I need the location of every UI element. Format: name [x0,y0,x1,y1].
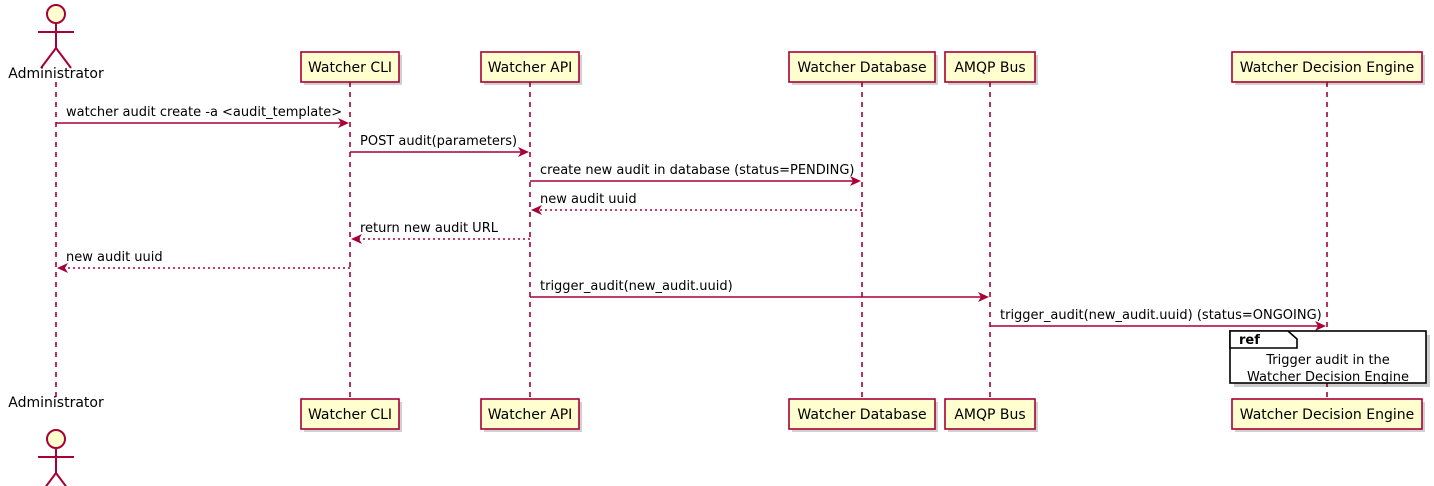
message-arrowhead [1315,321,1326,331]
message-label: watcher audit create -a <audit_template> [66,105,342,120]
participant-box [480,398,580,430]
message-arrowhead [338,118,349,128]
participant-watcher-api-top[interactable]: Watcher API [480,51,582,85]
message-label: trigger_audit(new_audit.uuid) (status=ON… [1000,308,1322,323]
participant-watcher-database-top[interactable]: Watcher Database [788,51,938,85]
participant-watcher-decision-engine-top[interactable]: Watcher Decision Engine [1231,51,1425,85]
participant-label-watcher-decision-engine: Watcher Decision Engine [1240,407,1414,423]
participant-watcher-decision-engine-bottom[interactable]: Watcher Decision Engine [1231,398,1425,432]
participant-box [788,398,936,430]
actor-leg-right [55,47,72,69]
participant-box [944,51,1036,83]
participant-label-watcher-api: Watcher API [488,60,573,76]
message-6[interactable]: new audit uuid [57,250,350,273]
participant-label-watcher-database: Watcher Database [797,60,926,76]
message-5[interactable]: return new audit URL [351,221,530,244]
participant-amqp-bus-bottom[interactable]: AMQP Bus [944,398,1038,432]
participant-box [480,51,580,83]
ref-tab [1229,330,1298,349]
message-2[interactable]: POST audit(parameters) [350,134,529,157]
lifelines-layer [55,82,1328,399]
participants-layer: Watcher CLI Watcher CLI Watcher API Watcher… [300,51,1425,432]
actor-label-administrator: Administrator [8,66,104,82]
participant-box [1231,51,1423,83]
participant-label-watcher-database: Watcher Database [797,407,926,423]
message-1[interactable]: watcher audit create -a <audit_template> [56,105,349,128]
participant-label-watcher-cli: Watcher CLI [308,60,392,76]
message-4[interactable]: new audit uuid [531,192,862,215]
message-3[interactable]: create new audit in database (status=PEN… [530,163,861,186]
participant-watcher-cli-top[interactable]: Watcher CLI [300,51,402,85]
participant-box [300,398,400,430]
actor-head-icon [46,4,66,24]
participant-watcher-api-bottom[interactable]: Watcher API [480,398,582,432]
participant-label-amqp-bus: AMQP Bus [954,407,1025,423]
message-7[interactable]: trigger_audit(new_audit.uuid) [530,279,989,302]
participant-label-watcher-cli: Watcher CLI [308,407,392,423]
participant-watcher-cli-bottom[interactable]: Watcher CLI [300,398,402,432]
participant-label-watcher-decision-engine: Watcher Decision Engine [1240,60,1414,76]
ref-operator-label: ref [1239,333,1260,348]
message-arrowhead [518,147,529,157]
message-label: new audit uuid [66,250,163,265]
actor-leg-left [40,47,57,69]
message-label: POST audit(parameters) [360,134,517,149]
participant-box [788,51,936,83]
actor-leg-left [44,472,57,486]
message-label: return new audit URL [360,221,499,236]
message-label: trigger_audit(new_audit.uuid) [540,279,733,294]
message-label: create new audit in database (status=PEN… [540,163,855,178]
message-arrowhead [850,176,861,186]
actor-head-icon [46,429,66,449]
message-8[interactable]: trigger_audit(new_audit.uuid) (status=ON… [990,308,1326,331]
participant-label-amqp-bus: AMQP Bus [954,60,1025,76]
message-arrowhead [978,292,989,302]
actor-administrator-top[interactable]: Administrator [8,4,104,82]
actor-leg-right [55,472,68,486]
message-arrowhead [531,205,542,215]
actor-label-administrator: Administrator [8,395,104,411]
participant-label-watcher-api: Watcher API [488,407,573,423]
message-arrowhead [57,263,68,273]
actor-administrator-bottom[interactable]: Administrator [8,395,104,486]
participant-box [1231,398,1423,430]
participant-box [944,398,1036,430]
messages-layer: watcher audit create -a <audit_template>… [56,105,1326,331]
message-label: new audit uuid [540,192,637,207]
participant-box [300,51,400,83]
participant-amqp-bus-top[interactable]: AMQP Bus [944,51,1038,85]
ref-body-line: Trigger audit in the [1265,353,1390,368]
ref-body-line: Watcher Decision Engine [1247,370,1409,385]
participant-watcher-database-bottom[interactable]: Watcher Database [788,398,938,432]
message-arrowhead [351,234,362,244]
